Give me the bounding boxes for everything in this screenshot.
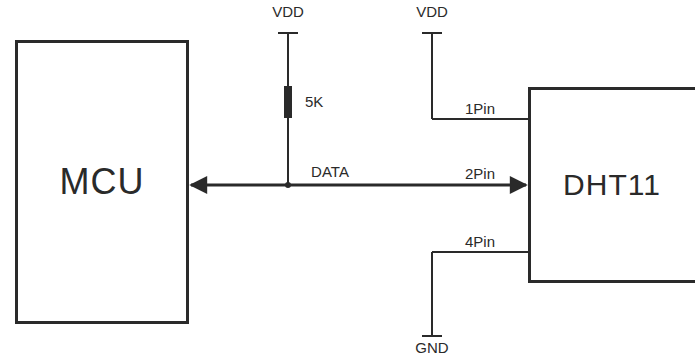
wire — [287, 118, 289, 185]
wire — [432, 118, 529, 120]
wire — [287, 33, 289, 86]
signal-label: VDD — [414, 4, 450, 21]
signal-label: 4Pin — [463, 234, 497, 251]
component-name: MCU — [60, 161, 145, 203]
signal-label: 1Pin — [463, 101, 497, 118]
signal-label: DATA — [309, 164, 351, 181]
signal-label: VDD — [270, 4, 306, 21]
component-box: DHT11 — [528, 87, 695, 283]
wire — [431, 33, 433, 119]
component-name: DHT11 — [563, 168, 661, 202]
signal-label: GND — [413, 340, 450, 357]
signal-label: 2Pin — [463, 166, 497, 183]
wire — [431, 252, 433, 336]
wire — [432, 251, 529, 253]
resistor-value: 5K — [303, 94, 325, 111]
ground-bar — [422, 335, 442, 337]
component-box: MCU — [15, 40, 189, 324]
data-line — [191, 184, 526, 187]
resistor-symbol — [284, 86, 292, 118]
